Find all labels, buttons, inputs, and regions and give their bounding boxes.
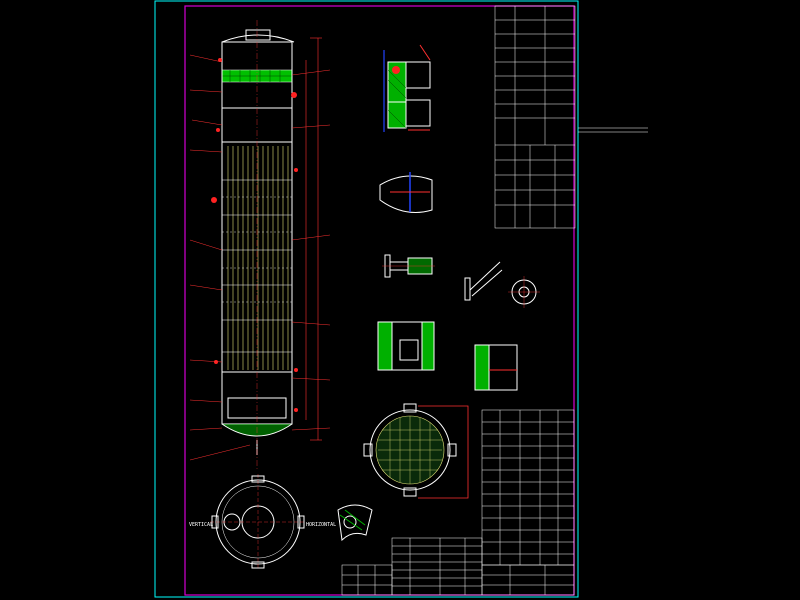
technical-requirements-table xyxy=(481,409,575,566)
tube-bundle xyxy=(227,146,289,370)
detail-nozzle-b xyxy=(464,261,540,308)
title-block xyxy=(481,564,575,596)
detail-support-left xyxy=(377,321,435,371)
design-data-table xyxy=(494,5,648,229)
horizontal-label: HORIZONTAL xyxy=(306,522,336,528)
detail-top-flange xyxy=(383,44,431,132)
nozzle-schedule-table xyxy=(341,564,393,596)
sheet-border xyxy=(154,0,579,598)
top-head xyxy=(221,34,295,43)
packing-grid xyxy=(222,70,292,82)
main-vessel xyxy=(189,20,331,470)
dimension-lines xyxy=(305,37,322,441)
detail-nozzle-a xyxy=(382,254,435,278)
detail-support-right xyxy=(474,344,518,391)
vertical-label: VERTICAL xyxy=(189,522,213,528)
leader-lines xyxy=(189,54,331,461)
top-nozzle xyxy=(245,29,271,41)
detail-tubesheet-plan xyxy=(363,403,469,499)
parts-list-table xyxy=(391,537,483,596)
side-nozzles xyxy=(211,58,298,412)
base-plan-view xyxy=(210,474,306,570)
detail-weld-joint xyxy=(379,172,433,213)
detail-small-section xyxy=(337,504,373,542)
